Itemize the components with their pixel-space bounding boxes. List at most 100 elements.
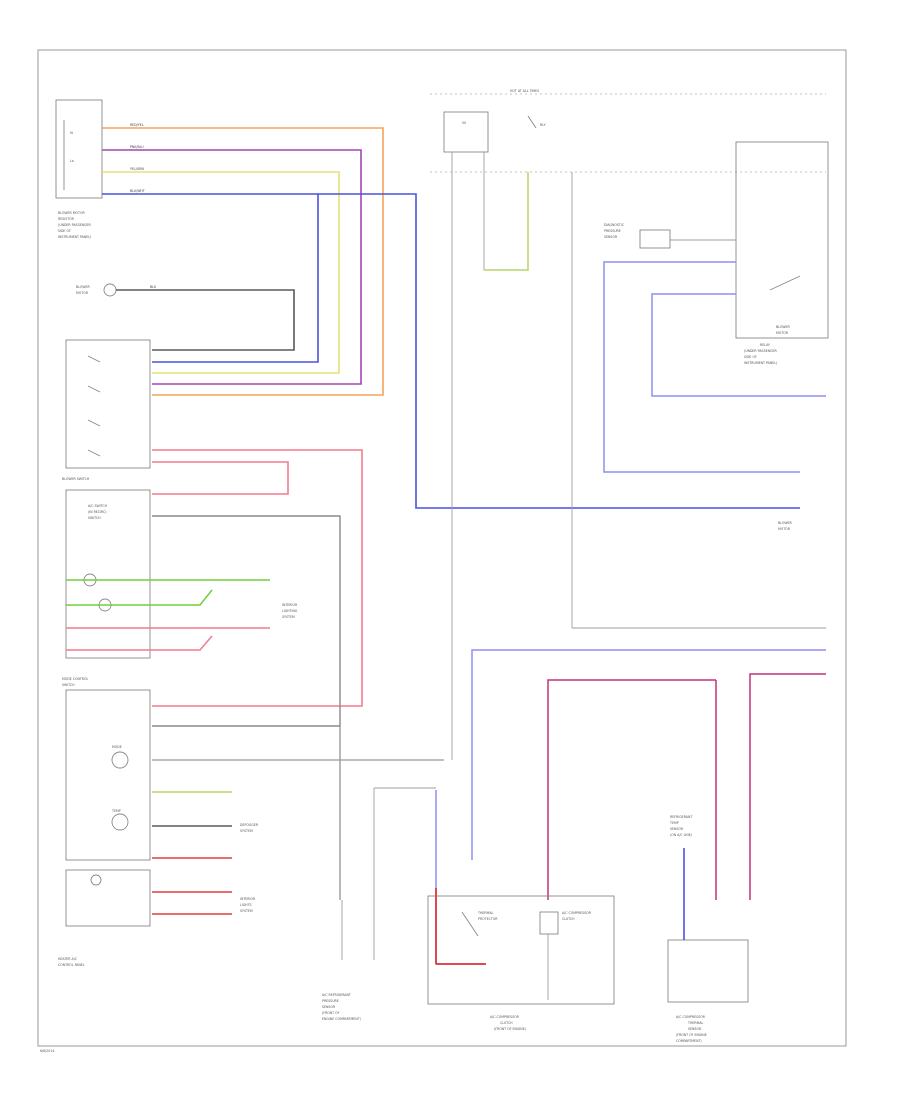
thermal-switch-label: THERMAL PROTECTOR	[477, 911, 498, 921]
temp-motor	[111, 813, 129, 831]
svg-text:(FRONT OF: (FRONT OF	[322, 1011, 340, 1015]
wire-blue	[102, 193, 319, 363]
svg-text:PROTECTOR: PROTECTOR	[478, 917, 498, 921]
relay-symbol: RLY	[527, 115, 546, 129]
lighting-note-3: SYSTEM	[240, 909, 253, 913]
label-purple-wire: PNK/BLU	[130, 145, 144, 149]
svg-text:MOTOR: MOTOR	[76, 291, 89, 295]
blower-motor-resistor-box	[55, 99, 103, 199]
wire-red-2	[66, 635, 213, 651]
thermal-protector-label: A/C COMPRESSOR THERMAL SENSOR (FRONT OF …	[676, 1015, 707, 1043]
svg-text:INSTRUMENT PANEL): INSTRUMENT PANEL)	[744, 361, 777, 365]
wire-lightblue-drop	[435, 790, 486, 965]
svg-text:RESISTOR: RESISTOR	[58, 217, 75, 221]
blower-relay-box	[735, 141, 829, 339]
svg-text:A/C REFRIGERANT: A/C REFRIGERANT	[322, 993, 351, 997]
interior-lighting-note-3: SYSTEM	[282, 615, 295, 619]
ac-switch-label: A/C SWITCH (IN RECIRC) SWITCH	[88, 504, 108, 520]
ac-switch-box	[65, 489, 151, 659]
blower-switch-label: BLOWER SWITCH	[62, 477, 90, 481]
switch-contact-1	[87, 355, 101, 363]
svg-text:HEATER A/C: HEATER A/C	[58, 957, 78, 961]
switch-contact-3	[87, 419, 101, 427]
svg-text:A/C COMPRESSOR: A/C COMPRESSOR	[562, 911, 592, 915]
svg-text:SIDE OF: SIDE OF	[58, 229, 71, 233]
wire-yellow	[102, 171, 340, 374]
svg-text:SENSOR: SENSOR	[688, 1027, 702, 1031]
svg-text:SENSOR: SENSOR	[604, 235, 618, 239]
wire-pink-2	[152, 461, 289, 495]
pressure-sensor-label: A/C REFRIGERANT PRESSURE SENSOR (FRONT O…	[322, 993, 361, 1021]
svg-text:BLOWER: BLOWER	[776, 325, 791, 329]
wire-olive-relay	[484, 172, 529, 271]
switch-contact-2	[87, 385, 101, 393]
wire-pink-1	[152, 449, 363, 707]
svg-text:ENGINE COMPARTMENT): ENGINE COMPARTMENT)	[322, 1017, 361, 1021]
svg-text:(FRONT OF ENGINE: (FRONT OF ENGINE	[676, 1033, 707, 1037]
label-yellow-wire: YEL/GRN	[130, 167, 144, 171]
blower-motor: BLOWER MOTOR	[76, 283, 117, 297]
wire-lightblue-comp	[471, 649, 826, 860]
blower-relay-label: BLOWER MOTOR RELAY (UNDER PASSENGER SIDE…	[744, 325, 791, 365]
svg-text:(UNDER PASSENGER: (UNDER PASSENGER	[58, 223, 91, 227]
mode-control-box	[65, 689, 151, 861]
svg-text:DIAGNOSTIC: DIAGNOSTIC	[604, 223, 625, 227]
heater-panel-box	[65, 869, 151, 927]
svg-text:MOTOR: MOTOR	[778, 527, 791, 531]
fuse-box	[443, 111, 489, 153]
lighting-note-1: INTERIOR	[240, 897, 256, 901]
wire-gray-motor	[116, 289, 295, 351]
svg-text:MOTOR: MOTOR	[776, 331, 789, 335]
blower-motor-resistor-label: BLOWER MOTOR RESISTOR (UNDER PASSENGER S…	[58, 211, 91, 239]
wire-magenta-thermal	[749, 673, 826, 900]
ecm-note-label: DIAGNOSTIC PRESSURE SENSOR	[604, 223, 625, 239]
refrigerant-temp-label: REFRIGERANT TEMP SENSOR (ON A/C LINE)	[669, 815, 692, 837]
page-code: 6/6/2014	[40, 1049, 54, 1053]
svg-text:PRESSURE: PRESSURE	[604, 229, 621, 233]
svg-text:A/C COMPRESSOR: A/C COMPRESSOR	[676, 1015, 706, 1019]
svg-text:BLOWER MOTOR: BLOWER MOTOR	[58, 211, 85, 215]
svg-text:SWITCH: SWITCH	[62, 683, 75, 687]
svg-text:PRESSURE: PRESSURE	[322, 999, 339, 1003]
svg-text:REFRIGERANT: REFRIGERANT	[670, 815, 692, 819]
mode-control-label: MODE CONTROL SWITCH	[62, 677, 89, 687]
svg-text:THERMAL: THERMAL	[477, 911, 494, 915]
svg-text:THERMAL: THERMAL	[687, 1021, 704, 1025]
svg-text:SENSOR: SENSOR	[322, 1005, 336, 1009]
svg-text:BLOWER: BLOWER	[76, 285, 91, 289]
svg-text:SWITCH: SWITCH	[88, 516, 101, 520]
temp-motor-label: TEMP	[111, 809, 121, 813]
thermal-switch-contact	[461, 911, 479, 937]
lighting-note-2: LIGHTS	[240, 903, 252, 907]
diode-box	[639, 229, 671, 249]
svg-text:BLOWER: BLOWER	[778, 521, 793, 525]
svg-text:(FRONT OF ENGINE): (FRONT OF ENGINE)	[494, 1027, 526, 1031]
wire-green-2	[66, 589, 213, 606]
hot-at-all-times-label: HOT AT ALL TIMES	[510, 89, 539, 93]
mode-motor	[111, 751, 129, 769]
panel-lamp	[90, 874, 102, 886]
svg-text:A/C SWITCH: A/C SWITCH	[88, 504, 108, 508]
blower-motor-right-label: BLOWER MOTOR	[778, 521, 793, 531]
switch-contact-4	[87, 449, 101, 457]
svg-text:SENSOR: SENSOR	[670, 827, 684, 831]
blower-switch-box	[65, 339, 151, 469]
label-blk-wire: BLK	[150, 285, 157, 289]
magnetic-clutch-coil	[539, 911, 559, 935]
fuse-label: 50	[462, 121, 466, 125]
wire-lightblue-relay-1	[603, 261, 800, 473]
compressor-box	[427, 895, 615, 1005]
svg-text:MODE CONTROL: MODE CONTROL	[62, 677, 89, 681]
label-blue-wire: BLU/WHT	[130, 189, 145, 193]
svg-text:(IN RECIRC): (IN RECIRC)	[88, 510, 107, 514]
svg-text:SIDE OF: SIDE OF	[744, 355, 757, 359]
interior-lighting-note-1: INTERIOR	[282, 603, 298, 607]
heater-panel-label: HEATER A/C CONTROL PANEL	[58, 957, 85, 967]
label-orange-wire: RED/YEL	[130, 123, 144, 127]
wire-gray-aux	[152, 515, 341, 727]
mode-motor-label: MODE	[112, 745, 122, 749]
interior-lighting-note-2: LIGHTING	[282, 609, 298, 613]
magnetic-clutch-label: A/C COMPRESSOR CLUTCH	[562, 911, 592, 921]
thermal-protector-box	[667, 939, 749, 1003]
